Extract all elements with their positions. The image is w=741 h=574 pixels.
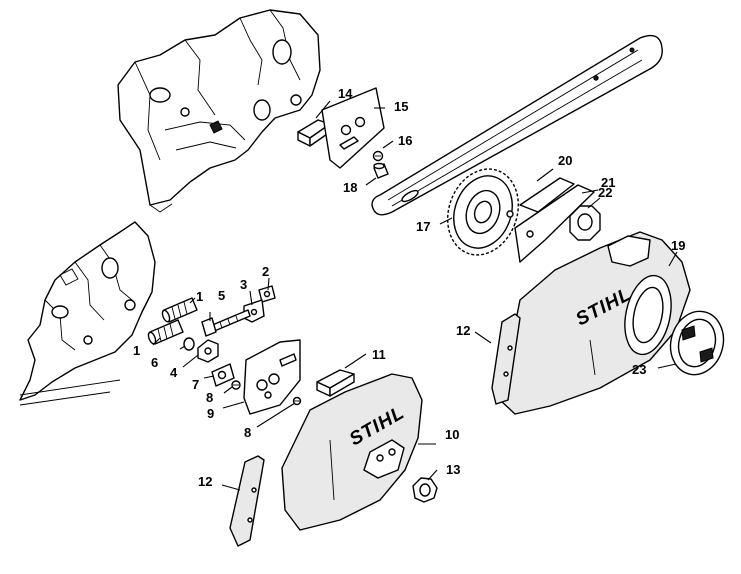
- callout-1-lower: 1: [133, 343, 140, 358]
- part-19-sprocket-cover: STIHL: [499, 231, 691, 415]
- callout-20: 20: [558, 153, 572, 168]
- leader-lines: [152, 100, 678, 491]
- engine-housing-lower: [19, 221, 156, 406]
- callout-22: 22: [598, 185, 612, 200]
- callout-21: 21: [601, 175, 615, 190]
- part-17-sprocket: [446, 168, 520, 256]
- callout-6: 6: [151, 355, 158, 370]
- callout-10: 10: [445, 427, 459, 442]
- part-8-screw-left: [231, 380, 241, 390]
- part-5-adjusting-screw: [201, 309, 251, 337]
- callout-2: 2: [262, 264, 269, 279]
- part-13-nut: [412, 477, 438, 503]
- callout-13: 13: [446, 462, 460, 477]
- callout-4: 4: [170, 365, 178, 380]
- part-11-slide: [316, 369, 355, 397]
- callout-11: 11: [372, 347, 386, 362]
- callout-15: 15: [394, 99, 408, 114]
- part-22-knob: [569, 205, 601, 241]
- callout-14: 14: [338, 86, 353, 101]
- callout-8-left: 8: [206, 390, 213, 405]
- callout-8-right: 8: [244, 425, 251, 440]
- callout-19: 19: [671, 238, 685, 253]
- part-16-screw: [372, 150, 384, 162]
- part-20-washer-plate: [519, 177, 575, 213]
- engine-housing-upper: [117, 9, 321, 213]
- part-23-round-cap: [669, 310, 725, 376]
- part-1-stud-lower: [147, 319, 184, 345]
- part-9-guide-plate: [243, 339, 301, 415]
- part-8-screw-right: [292, 396, 302, 406]
- callout-23: 23: [632, 362, 646, 377]
- callout-7: 7: [192, 377, 199, 392]
- part-4-pin-gear: [197, 339, 219, 363]
- part-12-chain-catcher-left: [229, 455, 265, 547]
- guide-bar: [371, 34, 663, 216]
- part-6-o-ring: [183, 337, 195, 351]
- part-18-sleeve: [373, 162, 389, 179]
- callout-9: 9: [207, 406, 214, 421]
- callout-12-left: 12: [198, 474, 212, 489]
- part-15-guide-plate: [321, 87, 385, 169]
- part-10-sprocket-cover: STIHL: [281, 373, 423, 531]
- callout-18: 18: [343, 180, 357, 195]
- callout-3: 3: [240, 277, 247, 292]
- part-2-tensioner-nut: [258, 285, 276, 303]
- part-7-washer: [211, 363, 235, 387]
- part-1-stud-upper: [161, 297, 198, 323]
- part-12-chain-catcher-right: [491, 313, 521, 405]
- callout-17: 17: [416, 219, 430, 234]
- callout-labels: 1 1 2 3 4 5 6 7 8 8 9 10 11 12 12 13 14 …: [133, 86, 685, 489]
- callout-12-right: 12: [456, 323, 470, 338]
- callout-5: 5: [218, 288, 225, 303]
- callout-1-upper: 1: [196, 289, 203, 304]
- callout-16: 16: [398, 133, 412, 148]
